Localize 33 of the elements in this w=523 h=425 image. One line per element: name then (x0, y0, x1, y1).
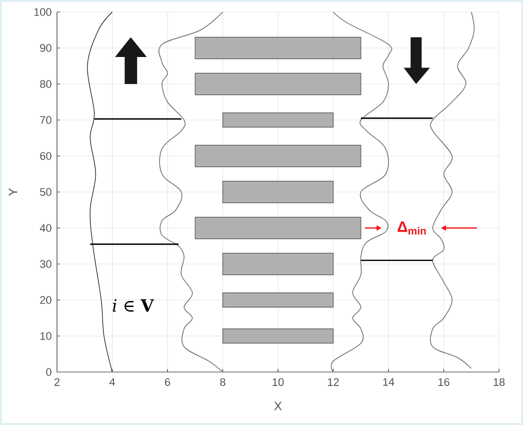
tick-label: 80 (40, 80, 52, 88)
obstacle-box (222, 328, 334, 344)
dimension-label: Δ$_{min}$ (398, 222, 426, 234)
tick-label: 100 (34, 8, 52, 16)
obstacle-box (222, 112, 334, 128)
tick-label: 12 (328, 378, 339, 386)
set-label: i ∈ V (112, 299, 154, 312)
tick-label: 6 (165, 378, 170, 386)
tick-label: 60 (40, 152, 52, 160)
tick-label: 30 (40, 260, 52, 268)
tick-label: 10 (40, 332, 52, 340)
tick-label: 20 (40, 296, 52, 304)
obstacle-box (194, 36, 362, 60)
tick-label: 10 (272, 378, 284, 386)
obstacle-box (194, 216, 362, 240)
obstacle-box (222, 180, 334, 204)
tick-label: 90 (40, 44, 52, 52)
tick-label: 16 (438, 378, 450, 386)
tick-label: 70 (40, 116, 52, 124)
tick-label: 18 (494, 378, 505, 386)
tick-label: 14 (383, 378, 394, 386)
tick-label: 0 (46, 368, 52, 376)
obstacle-box (222, 252, 334, 276)
axis-label: X (274, 402, 282, 410)
axis-label: Y (8, 188, 18, 196)
obstacle-box (194, 72, 362, 96)
tick-label: 50 (40, 188, 52, 196)
tick-label: 2 (54, 378, 60, 386)
obstacle-box (194, 144, 362, 168)
tick-label: 8 (220, 378, 226, 386)
tick-label: 40 (40, 224, 52, 232)
obstacle-box (222, 292, 334, 308)
tick-label: 4 (109, 378, 115, 386)
